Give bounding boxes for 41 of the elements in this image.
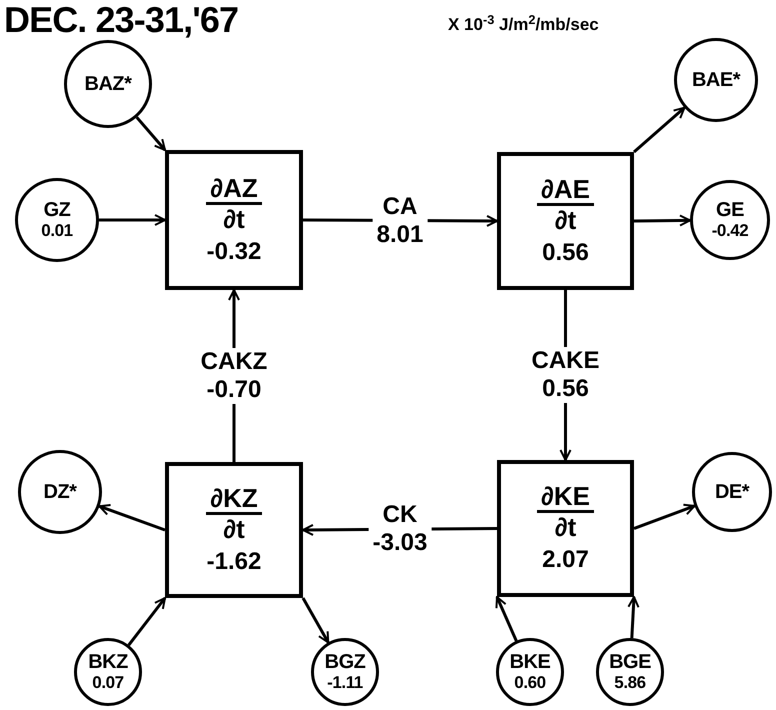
energy-box bbox=[497, 152, 634, 290]
term-value: 0.07 bbox=[92, 673, 124, 693]
arrow bbox=[128, 597, 166, 646]
tendency-value: -1.62 bbox=[206, 546, 262, 576]
denominator: ∂t bbox=[223, 514, 245, 542]
term-name: GZ bbox=[44, 199, 70, 221]
tendency-value: 0.56 bbox=[542, 238, 589, 268]
term-name: BKE bbox=[510, 651, 550, 673]
term-value: 5.86 bbox=[614, 673, 646, 693]
term-name: DZ* bbox=[44, 481, 76, 503]
term-value: -0.42 bbox=[712, 221, 748, 241]
term-value: -1.11 bbox=[327, 673, 363, 693]
numerator: ∂KZ bbox=[206, 484, 262, 514]
term-value: 0.60 bbox=[514, 673, 546, 693]
term-name: GE bbox=[716, 199, 744, 221]
denominator: ∂t bbox=[223, 204, 245, 232]
energy-box bbox=[165, 150, 303, 290]
term-name: BAE* bbox=[692, 69, 740, 91]
tendency-value: -0.32 bbox=[206, 236, 262, 266]
tendency-value: 2.07 bbox=[542, 545, 589, 575]
arrow bbox=[99, 214, 166, 226]
term-value: 0.01 bbox=[41, 221, 73, 241]
denominator: ∂t bbox=[554, 206, 576, 234]
term-name: BAZ* bbox=[84, 73, 132, 95]
term-name: BKZ bbox=[88, 651, 128, 673]
term-name: DE* bbox=[714, 481, 750, 503]
arrow bbox=[302, 597, 330, 644]
numerator: ∂KE bbox=[537, 482, 594, 513]
numerator: ∂AZ bbox=[206, 174, 262, 204]
unit-note: X 10$^{-3}$ J/m$^{2}$/mb/sec bbox=[448, 12, 599, 36]
energy-box bbox=[497, 460, 634, 597]
diagram-title: DEC. 23-31,'67 bbox=[4, 0, 238, 40]
denominator: ∂t bbox=[554, 513, 576, 541]
arrow bbox=[633, 106, 686, 154]
arrow bbox=[136, 116, 166, 151]
arrow bbox=[627, 596, 640, 638]
term-name: BGZ bbox=[324, 651, 366, 673]
energy-box bbox=[165, 462, 303, 598]
arrow bbox=[634, 214, 691, 227]
term-name: BGE bbox=[609, 651, 651, 673]
numerator: ∂AE bbox=[537, 174, 594, 206]
